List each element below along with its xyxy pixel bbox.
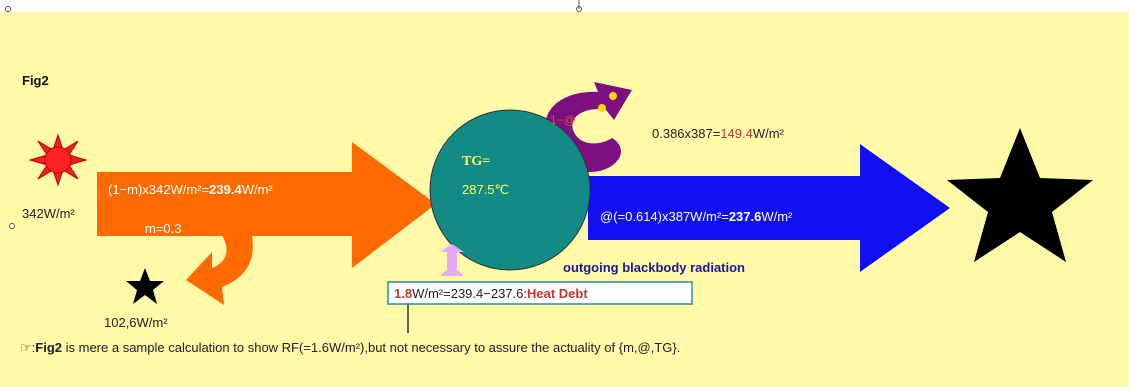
outgoing-caption: outgoing blackbody radiation xyxy=(563,260,745,275)
absorbed-label: (1−m)x342W/m²=239.4W/m² xyxy=(108,182,273,197)
outgoing-value: 237.6 xyxy=(728,209,762,224)
outgoing-label: @(=0.614)x387W/m²=237.6W/m² xyxy=(600,209,792,224)
note-text: is mere a sample calculation to show RF(… xyxy=(62,340,681,355)
heat-debt-text: Heat Debt xyxy=(526,286,588,301)
heat-debt-arrow xyxy=(440,244,464,276)
incoming-arrow xyxy=(97,142,436,268)
heat-debt-unit: W/m²=239.4−237.6: xyxy=(412,286,527,301)
back-radiation-unit: W/m² xyxy=(752,126,784,141)
large-star-icon xyxy=(947,128,1093,262)
sun-flux-label: 342W/m² xyxy=(22,206,75,221)
outgoing-arrow xyxy=(588,144,950,272)
back-radiation-label: 0.386x387=149.4W/m² xyxy=(652,126,784,141)
albedo-label: m=0.3 xyxy=(145,221,182,236)
heat-debt-label: 1.8W/m²=239.4−237.6:Heat Debt xyxy=(394,286,588,301)
handle-top-left[interactable] xyxy=(5,6,11,12)
outgoing-unit: W/m² xyxy=(761,209,793,224)
absorbed-unit: W/m² xyxy=(241,182,273,197)
back-radiation-prefix: 0.386x387= xyxy=(652,126,721,141)
small-star-icon xyxy=(126,268,164,304)
atmo-symbol: 1−@ xyxy=(550,113,576,127)
earth-temp-symbol: TG= xyxy=(462,154,491,169)
pointing-hand-icon: ☞: xyxy=(20,340,36,355)
outgoing-prefix: @(=0.614)x387W/m²= xyxy=(600,209,729,224)
note-line: ☞:Fig2 is mere a sample calculation to s… xyxy=(20,340,680,356)
absorbed-prefix: (1−m)x342W/m²= xyxy=(108,182,210,197)
dot-1 xyxy=(598,104,606,112)
heat-debt-box xyxy=(387,281,693,305)
reflected-arrow xyxy=(186,236,253,305)
earth-circle xyxy=(429,109,591,271)
handle-left-mid[interactable] xyxy=(9,223,15,229)
sun-icon xyxy=(28,133,88,187)
earth-temp-value: 287.5℃ xyxy=(462,182,510,197)
note-fig-ref: Fig2 xyxy=(35,340,63,355)
absorbed-value: 239.4 xyxy=(209,182,242,197)
back-radiation-value: 149.4 xyxy=(720,126,753,141)
reflected-label: 102,6W/m² xyxy=(104,315,168,330)
heat-debt-value: 1.8 xyxy=(394,286,413,301)
figure-title: Fig2 xyxy=(22,73,49,88)
dot-2 xyxy=(609,92,617,100)
